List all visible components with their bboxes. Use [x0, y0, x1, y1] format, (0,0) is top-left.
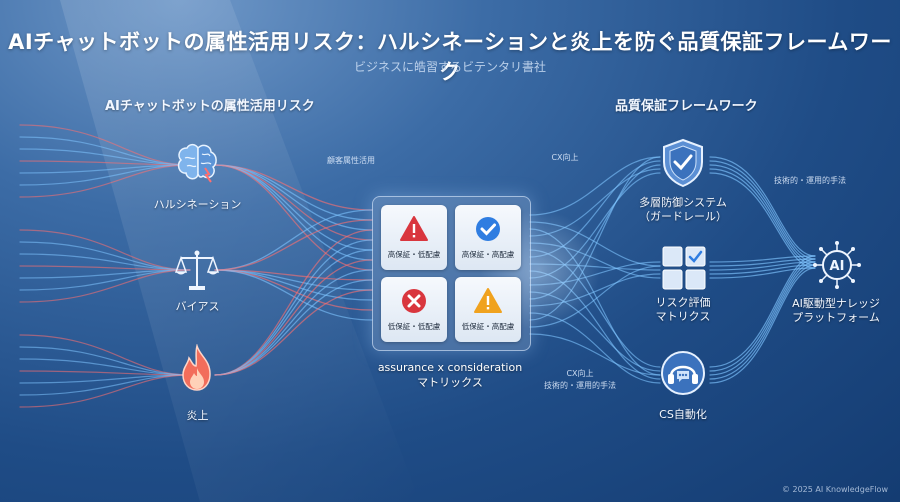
- flow-label-customer-attributes: 顧客属性活用: [327, 156, 375, 165]
- check-blue-icon: [476, 217, 500, 241]
- matrix-cell-high-assurance-high-consideration: 高保証・高配慮: [455, 205, 521, 270]
- flow-line: [19, 164, 191, 198]
- risk-label-bias: バイアス: [175, 300, 220, 313]
- matrix-cell-label: 低保証・高配慮: [461, 322, 515, 331]
- platform-label-line2: プラットフォーム: [792, 311, 880, 324]
- matrix-cell-label: 高保証・低配慮: [387, 250, 441, 259]
- matrix-cell-high-assurance-low-consideration: 高保証・低配慮: [381, 205, 447, 270]
- flow-line: [214, 269, 373, 321]
- framework-label-line1: CS自動化: [659, 408, 707, 421]
- framework-label-line1: リスク評価: [655, 296, 711, 309]
- grid-check-icon: [662, 246, 706, 294]
- flame-icon: [176, 343, 218, 396]
- shield-check-icon: [660, 138, 706, 192]
- flow-label-cx-top: CX向上: [551, 153, 579, 162]
- matrix-caption-line1: assurance x consideration: [377, 361, 523, 374]
- flow-line: [709, 255, 816, 263]
- flow-line: [709, 264, 816, 380]
- cross-red-icon: [402, 289, 426, 313]
- matrix-caption: assurance x consideration マトリックス: [350, 360, 550, 390]
- flow-line: [709, 258, 816, 372]
- flow-line: [19, 374, 191, 396]
- svg-text:AI: AI: [830, 259, 845, 274]
- flow-line: [19, 374, 191, 408]
- ai-network-icon: AI: [812, 240, 862, 294]
- risk-label-hallucination: ハルシネーション: [153, 198, 242, 211]
- page-subtitle: ビジネスに皓習するビテンタリ書社: [353, 60, 546, 74]
- matrix-caption-line2: マトリックス: [417, 376, 483, 389]
- warning-red-icon: [400, 216, 428, 241]
- scales-icon: [174, 248, 220, 296]
- flow-line: [709, 267, 816, 384]
- flow-line: [529, 333, 661, 376]
- flow-label-cx-bottom: CX向上: [566, 369, 594, 378]
- flow-line: [709, 160, 816, 260]
- framework-label-line1: 多層防御システム: [639, 196, 727, 209]
- platform-label: AI駆動型ナレッジ プラットフォーム: [780, 297, 892, 325]
- flow-label-tech-bottom: 技術的・運用的手法: [544, 381, 616, 390]
- flow-line: [709, 261, 816, 376]
- assurance-consideration-matrix: 高保証・低配慮 高保証・高配慮 低保証・低配慮 低保証・高配慮: [372, 196, 531, 351]
- matrix-cell-label: 低保証・低配慮: [387, 322, 441, 331]
- flow-line: [19, 269, 191, 303]
- flow-line: [214, 219, 373, 271]
- left-section-heading: AIチャットボットの属性活用リスク: [105, 99, 315, 114]
- framework-label-multilayer-defense: 多層防御システム （ガードレール）: [627, 196, 739, 224]
- matrix-cell-low-assurance-high-consideration: 低保証・高配慮: [455, 277, 521, 342]
- flow-line: [214, 289, 373, 376]
- page-title: AIチャットボットの属性活用リスク：ハルシネーションと炎上を防ぐ品質保証フレーム…: [8, 30, 892, 84]
- headset-chat-icon: [660, 350, 706, 400]
- warning-orange-icon: [474, 288, 502, 313]
- flow-line: [709, 255, 816, 368]
- footer-copyright: © 2025 AI KnowledgeFlow: [781, 485, 888, 494]
- framework-label-cs-automation: CS自動化: [627, 408, 739, 422]
- flow-line: [709, 164, 816, 263]
- risk-label-flame: 炎上: [186, 409, 209, 422]
- matrix-cell-low-assurance-low-consideration: 低保証・低配慮: [381, 277, 447, 342]
- framework-label-risk-matrix: リスク評価 マトリクス: [627, 296, 739, 324]
- right-section-heading: 品質保証フレームワーク: [615, 99, 758, 114]
- flow-label-tech-top: 技術的・運用的手法: [774, 176, 846, 185]
- brain-icon: [173, 138, 221, 190]
- platform-label-line1: AI駆動型ナレッジ: [792, 297, 880, 310]
- framework-label-line2: （ガードレール）: [639, 210, 727, 223]
- framework-label-line2: マトリクス: [655, 310, 711, 323]
- matrix-cell-label: 高保証・高配慮: [461, 250, 515, 259]
- flow-line: [709, 156, 816, 257]
